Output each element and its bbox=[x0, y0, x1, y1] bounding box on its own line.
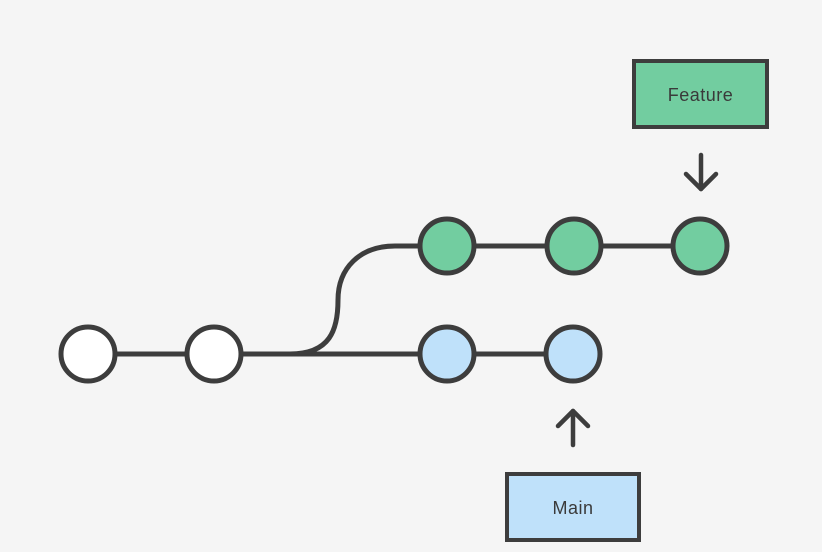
main-branch-pointer: Main bbox=[505, 408, 641, 542]
feature-fork-curve bbox=[259, 243, 423, 357]
main-branch-label-box bbox=[505, 472, 641, 542]
up-arrow-icon bbox=[555, 408, 591, 448]
commit-node-main-1 bbox=[417, 324, 477, 384]
commit-node-shared-1 bbox=[58, 324, 118, 384]
main-branch-label: Main bbox=[552, 498, 593, 518]
commit-node-main-2 bbox=[543, 324, 603, 384]
feature-branch-label-box bbox=[632, 59, 769, 129]
commit-node-feature-3 bbox=[670, 216, 730, 276]
feature-branch-pointer: Feature bbox=[632, 59, 769, 192]
commit-node-feature-2 bbox=[544, 216, 604, 276]
commit-node-feature-1 bbox=[417, 216, 477, 276]
commit-node-shared-2 bbox=[184, 324, 244, 384]
feature-branch-label: Feature bbox=[668, 85, 734, 105]
down-arrow-icon bbox=[683, 152, 719, 192]
